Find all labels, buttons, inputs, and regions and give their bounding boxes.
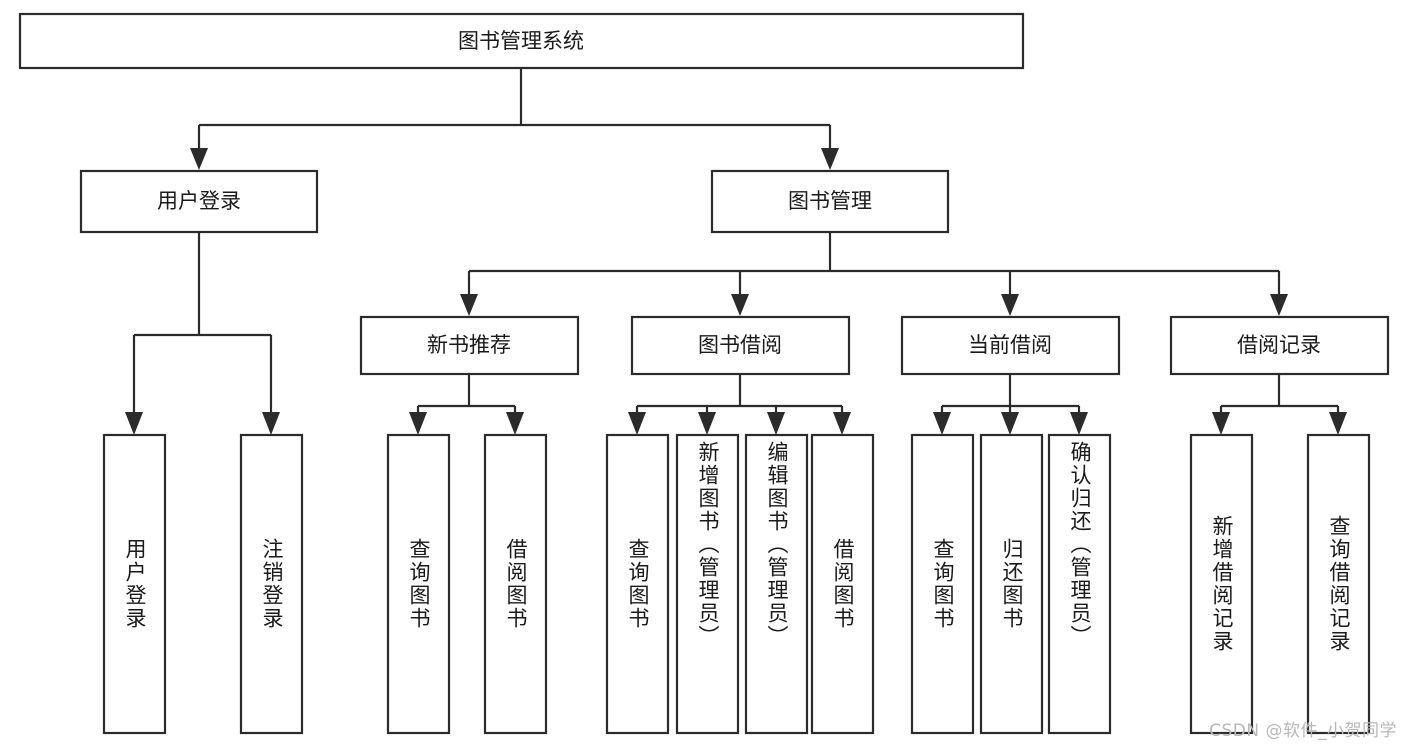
arrowhead-bookmgmt-3 [1001, 294, 1019, 316]
arrowhead-bookmgmt-1 [460, 294, 478, 316]
leaf-box-user-login-1[interactable] [239, 433, 304, 735]
leaf-box-book-borrow-3[interactable] [810, 433, 875, 735]
node-new-book-recommend[interactable]: 新书推荐 [359, 315, 580, 376]
arrowhead-borrowrec-2 [1329, 412, 1347, 435]
node-current-borrow[interactable]: 当前借阅 [900, 315, 1121, 376]
leaf-box-book-borrow-2[interactable] [744, 433, 809, 735]
leaf-box-book-borrow-1[interactable] [675, 433, 740, 735]
leaf-box-book-borrow-0[interactable] [605, 433, 670, 735]
csdn-watermark: CSDN @软件_小贺同学 [1209, 721, 1397, 741]
node-new-book-recommend-label: 新书推荐 [427, 333, 511, 357]
arrowhead-newbook-2 [506, 412, 524, 435]
node-book-borrow[interactable]: 图书借阅 [630, 315, 851, 376]
arrowhead-borrowrec-1 [1212, 412, 1230, 435]
leaf-box-borrow-record-1[interactable] [1306, 433, 1371, 735]
arrowhead-bookborrow-1 [628, 412, 646, 435]
leaf-box-current-borrow-2[interactable] [1047, 433, 1112, 735]
leaf-box-user-login-0[interactable] [102, 433, 167, 735]
arrowhead-curborrow-3 [1070, 412, 1088, 435]
node-root[interactable]: 图书管理系统 [18, 12, 1025, 70]
node-current-borrow-label: 当前借阅 [968, 333, 1052, 357]
leaf-box-new-book-0[interactable] [386, 433, 451, 735]
node-root-label: 图书管理系统 [458, 29, 584, 53]
node-book-management[interactable]: 图书管理 [710, 169, 950, 234]
leaf-box-current-borrow-1[interactable] [979, 433, 1044, 735]
arrowhead-root-1 [190, 148, 208, 170]
node-book-borrow-label: 图书借阅 [698, 333, 782, 357]
leaf-box-new-book-1[interactable] [483, 433, 548, 735]
arrowhead-bookborrow-4 [833, 412, 851, 435]
node-user-login[interactable]: 用户登录 [79, 169, 319, 234]
arrowhead-curborrow-2 [1001, 412, 1019, 435]
arrowhead-bookborrow-3 [767, 412, 785, 435]
arrowhead-userlogin-1 [125, 412, 143, 435]
arrowhead-curborrow-1 [933, 412, 951, 435]
arrowhead-newbook-1 [409, 412, 427, 435]
arrowhead-bookmgmt-4 [1270, 294, 1288, 316]
arrowhead-userlogin-2 [262, 412, 280, 435]
node-borrow-record-label: 借阅记录 [1237, 333, 1321, 357]
arrowhead-bookmgmt-2 [731, 294, 749, 316]
node-book-management-label: 图书管理 [788, 189, 872, 213]
arrowhead-bookborrow-2 [698, 412, 716, 435]
node-user-login-label: 用户登录 [157, 189, 241, 213]
leaf-box-borrow-record-0[interactable] [1189, 433, 1254, 735]
arrowhead-root-2 [821, 148, 839, 170]
node-borrow-record[interactable]: 借阅记录 [1169, 315, 1390, 376]
leaf-box-current-borrow-0[interactable] [910, 433, 975, 735]
